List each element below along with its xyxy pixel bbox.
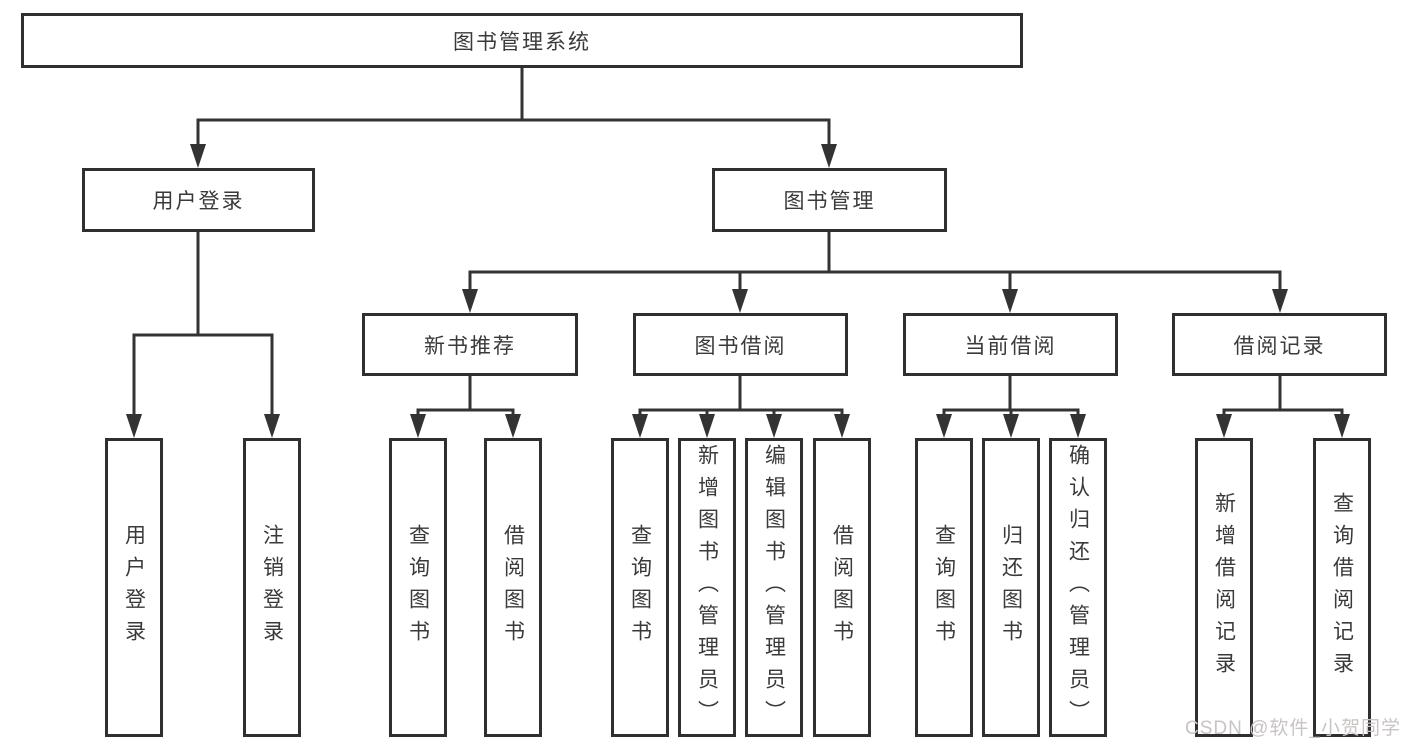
leaf-confirm-return: 确认归还（管理员） [1049, 438, 1107, 737]
leaf-add-record: 新增借阅记录 [1195, 438, 1253, 737]
leaf-query-book-2: 查询图书 [611, 438, 669, 737]
leaf-confirm-return-label: 确认归还（管理员） [1066, 443, 1090, 732]
edge-user-login-to-leaves [126, 232, 280, 438]
node-new-book-rec-label: 新书推荐 [424, 334, 516, 358]
edge-new-book-rec-to-leaves [410, 376, 521, 438]
node-book-borrow-label: 图书借阅 [694, 334, 787, 358]
leaf-borrow-book-1: 借阅图书 [484, 438, 542, 737]
leaf-query-book-1-label: 查询图书 [406, 523, 430, 652]
node-book-borrow: 图书借阅 [633, 313, 848, 376]
leaf-edit-book: 编辑图书（管理员） [745, 438, 803, 737]
node-user-login-label: 用户登录 [152, 190, 245, 213]
edge-book-borrow-to-leaves [632, 376, 850, 438]
edge-book-mgmt-to-level3 [462, 232, 1288, 313]
leaf-borrow-book-2-label: 借阅图书 [830, 523, 854, 652]
leaf-query-record: 查询借阅记录 [1313, 438, 1371, 737]
leaf-logout-label: 注销登录 [260, 523, 284, 652]
leaf-query-book-1: 查询图书 [389, 438, 447, 737]
edge-borrow-record-to-leaves [1216, 376, 1350, 438]
node-borrow-record-label: 借阅记录 [1233, 334, 1326, 358]
leaf-query-book-3: 查询图书 [915, 438, 973, 737]
leaf-add-book-label: 新增图书（管理员） [695, 443, 719, 732]
leaf-user-login: 用户登录 [105, 438, 163, 737]
leaf-user-login-label: 用户登录 [122, 523, 146, 652]
csdn-watermark: CSDN @软件_小贺同学 [1185, 718, 1401, 739]
leaf-query-record-label: 查询借阅记录 [1330, 491, 1354, 684]
node-current-borrow-label: 当前借阅 [964, 334, 1057, 358]
edge-root-to-level2 [190, 68, 837, 168]
leaf-logout: 注销登录 [243, 438, 301, 737]
node-root-label: 图书管理系统 [453, 30, 591, 54]
leaf-edit-book-label: 编辑图书（管理员） [762, 443, 786, 732]
node-user-login: 用户登录 [82, 168, 315, 232]
node-current-borrow: 当前借阅 [903, 313, 1118, 376]
edge-current-borrow-to-leaves [936, 376, 1086, 438]
node-book-mgmt: 图书管理 [712, 168, 947, 232]
node-root: 图书管理系统 [21, 13, 1023, 68]
leaf-add-record-label: 新增借阅记录 [1212, 491, 1236, 684]
node-borrow-record: 借阅记录 [1172, 313, 1387, 376]
leaf-return-book: 归还图书 [982, 438, 1040, 737]
node-book-mgmt-label: 图书管理 [783, 190, 876, 213]
leaf-return-book-label: 归还图书 [999, 523, 1023, 652]
node-new-book-rec: 新书推荐 [362, 313, 578, 376]
leaf-query-book-2-label: 查询图书 [628, 523, 652, 652]
leaf-borrow-book-1-label: 借阅图书 [501, 523, 525, 652]
leaf-query-book-3-label: 查询图书 [932, 523, 956, 652]
leaf-borrow-book-2: 借阅图书 [813, 438, 871, 737]
leaf-add-book: 新增图书（管理员） [678, 438, 736, 737]
